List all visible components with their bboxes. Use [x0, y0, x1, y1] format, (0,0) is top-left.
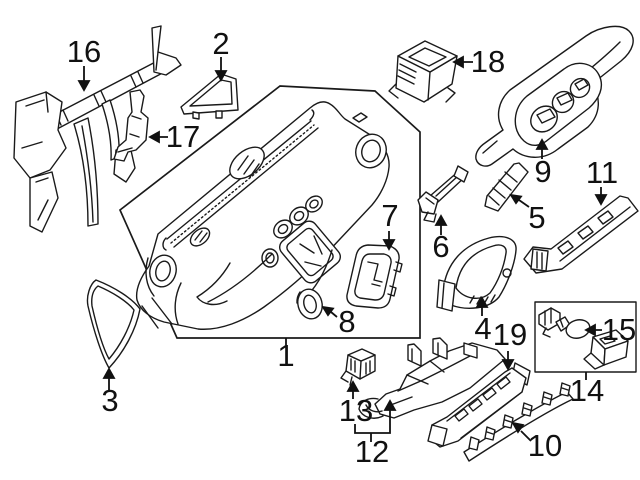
- callout-19[interactable]: 19: [493, 317, 527, 371]
- callout-9[interactable]: 9: [534, 138, 552, 189]
- callout-16[interactable]: 16: [67, 34, 101, 92]
- part-17-support-bracket: [113, 89, 149, 162]
- part-8-grommet-ring: [296, 288, 323, 320]
- callout-11-number[interactable]: 11: [586, 155, 618, 190]
- callout-6-number[interactable]: 6: [432, 229, 449, 264]
- part-4-cluster-hood: [436, 235, 517, 312]
- callout-12-number[interactable]: 12: [355, 434, 389, 469]
- part-2-corner-trim-panel: [180, 73, 239, 120]
- callout-10[interactable]: 10: [511, 421, 562, 463]
- callout-17-arrow: [148, 130, 168, 144]
- part-16-crossmember-beam: [13, 25, 182, 233]
- callout-3[interactable]: 3: [101, 367, 119, 418]
- callout-9-arrow: [535, 138, 549, 159]
- callout-11[interactable]: 11: [586, 155, 618, 206]
- callout-2[interactable]: 2: [212, 26, 230, 82]
- callout-13-number[interactable]: 13: [339, 393, 373, 428]
- callout-16-arrow: [77, 66, 91, 92]
- callout-1-number[interactable]: 1: [277, 338, 294, 373]
- part-7-trim-bezel: [346, 244, 403, 309]
- callout-3-number[interactable]: 3: [101, 383, 118, 418]
- part-6-mounting-bracket: [417, 165, 469, 223]
- part-5-vent-grille: [484, 162, 529, 212]
- callout-1[interactable]: 1: [277, 338, 295, 373]
- part-12-lower-bracket-assembly: [358, 337, 506, 419]
- callout-5-arrow: [509, 193, 530, 208]
- callout-14[interactable]: 14: [570, 372, 604, 408]
- callout-7-number[interactable]: 7: [381, 198, 398, 233]
- defroster-hatch-strip: [170, 124, 315, 244]
- callout-2-arrow: [214, 57, 228, 82]
- part-1-instrument-panel: [135, 101, 390, 330]
- callout-5[interactable]: 5: [509, 193, 546, 235]
- callout-18-number[interactable]: 18: [471, 44, 505, 79]
- callout-13-arrow: [346, 380, 360, 399]
- callout-12-arrowhead: [383, 399, 397, 411]
- callout-7[interactable]: 7: [381, 198, 399, 251]
- callout-18-arrow: [452, 55, 473, 69]
- callout-12[interactable]: 12: [354, 399, 397, 469]
- callout-4-arrow: [475, 296, 489, 316]
- part-19-air-duct: [427, 362, 531, 448]
- callout-4[interactable]: 4: [474, 296, 492, 346]
- part-13-switch-block: [340, 348, 376, 386]
- part-15-bulb: [555, 316, 591, 339]
- callout-15[interactable]: 15: [584, 312, 636, 347]
- part-14-lamp-kit-box: [534, 301, 637, 373]
- callout-19-number[interactable]: 19: [493, 317, 527, 352]
- callout-8[interactable]: 8: [321, 304, 356, 339]
- part-18-module-housing: [388, 40, 458, 103]
- part-1-enclosure-box: [118, 85, 421, 339]
- callout-15-arrow: [584, 323, 602, 337]
- callout-7-arrow: [382, 231, 396, 251]
- callout-13[interactable]: 13: [339, 380, 373, 428]
- callout-17[interactable]: 17: [148, 119, 200, 154]
- part-9-vent-carrier-panel: [475, 25, 634, 167]
- callout-6[interactable]: 6: [432, 214, 450, 264]
- callout-18[interactable]: 18: [452, 44, 505, 79]
- callout-6-arrow: [434, 214, 448, 235]
- callout-19-arrow: [501, 351, 515, 371]
- callout-2-number[interactable]: 2: [212, 26, 229, 61]
- part-11-cowl-trim-strip: [523, 195, 639, 274]
- callout-8-number[interactable]: 8: [338, 304, 355, 339]
- part-14-lamp-housing: [583, 329, 629, 370]
- callout-17-number[interactable]: 17: [166, 119, 200, 154]
- callout-8-arrow: [321, 305, 338, 318]
- part-3-end-cap-trim: [86, 279, 141, 369]
- callout-14-number[interactable]: 14: [570, 373, 604, 408]
- callout-3-arrow: [102, 367, 116, 391]
- callout-4-number[interactable]: 4: [474, 311, 491, 346]
- callout-9-number[interactable]: 9: [534, 154, 551, 189]
- callout-5-number[interactable]: 5: [528, 200, 545, 235]
- callout-12-bracket: [354, 409, 391, 442]
- callout-15-number[interactable]: 15: [602, 312, 636, 347]
- callout-10-number[interactable]: 10: [528, 428, 562, 463]
- callout-16-number[interactable]: 16: [67, 34, 101, 69]
- callout-10-arrow: [511, 421, 532, 442]
- callout-11-arrow: [594, 187, 608, 206]
